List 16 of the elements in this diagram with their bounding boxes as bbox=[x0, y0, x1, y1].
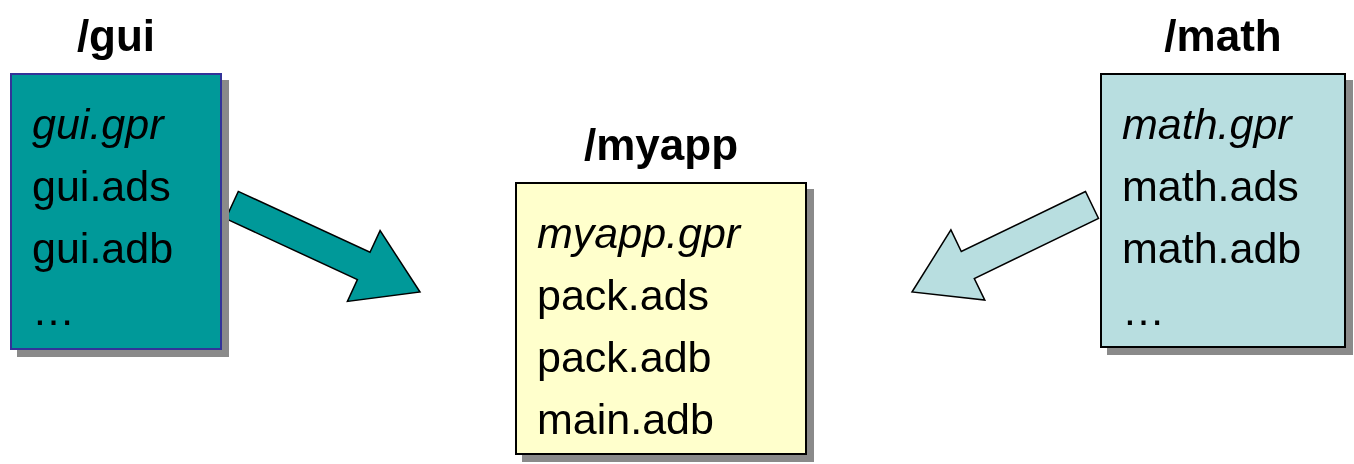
file-name: pack.adb bbox=[537, 332, 713, 383]
file-name: gui.ads bbox=[32, 161, 172, 212]
file-name: math.adb bbox=[1122, 223, 1303, 274]
block-arrow bbox=[910, 190, 1100, 301]
folder-heading: /myapp bbox=[582, 119, 739, 171]
file-name: math.gpr bbox=[1122, 99, 1294, 150]
file-name: myapp.gpr bbox=[537, 208, 743, 259]
file-name: main.adb bbox=[537, 394, 715, 445]
file-name: gui.gpr bbox=[32, 99, 166, 150]
file-name: … bbox=[32, 285, 76, 336]
file-name: … bbox=[1122, 285, 1166, 336]
file-name: pack.ads bbox=[537, 270, 711, 321]
folder-heading: /gui bbox=[75, 10, 157, 62]
file-name: gui.adb bbox=[32, 223, 175, 274]
file-name: math.ads bbox=[1122, 161, 1300, 212]
folder-heading: /math bbox=[1163, 10, 1283, 62]
